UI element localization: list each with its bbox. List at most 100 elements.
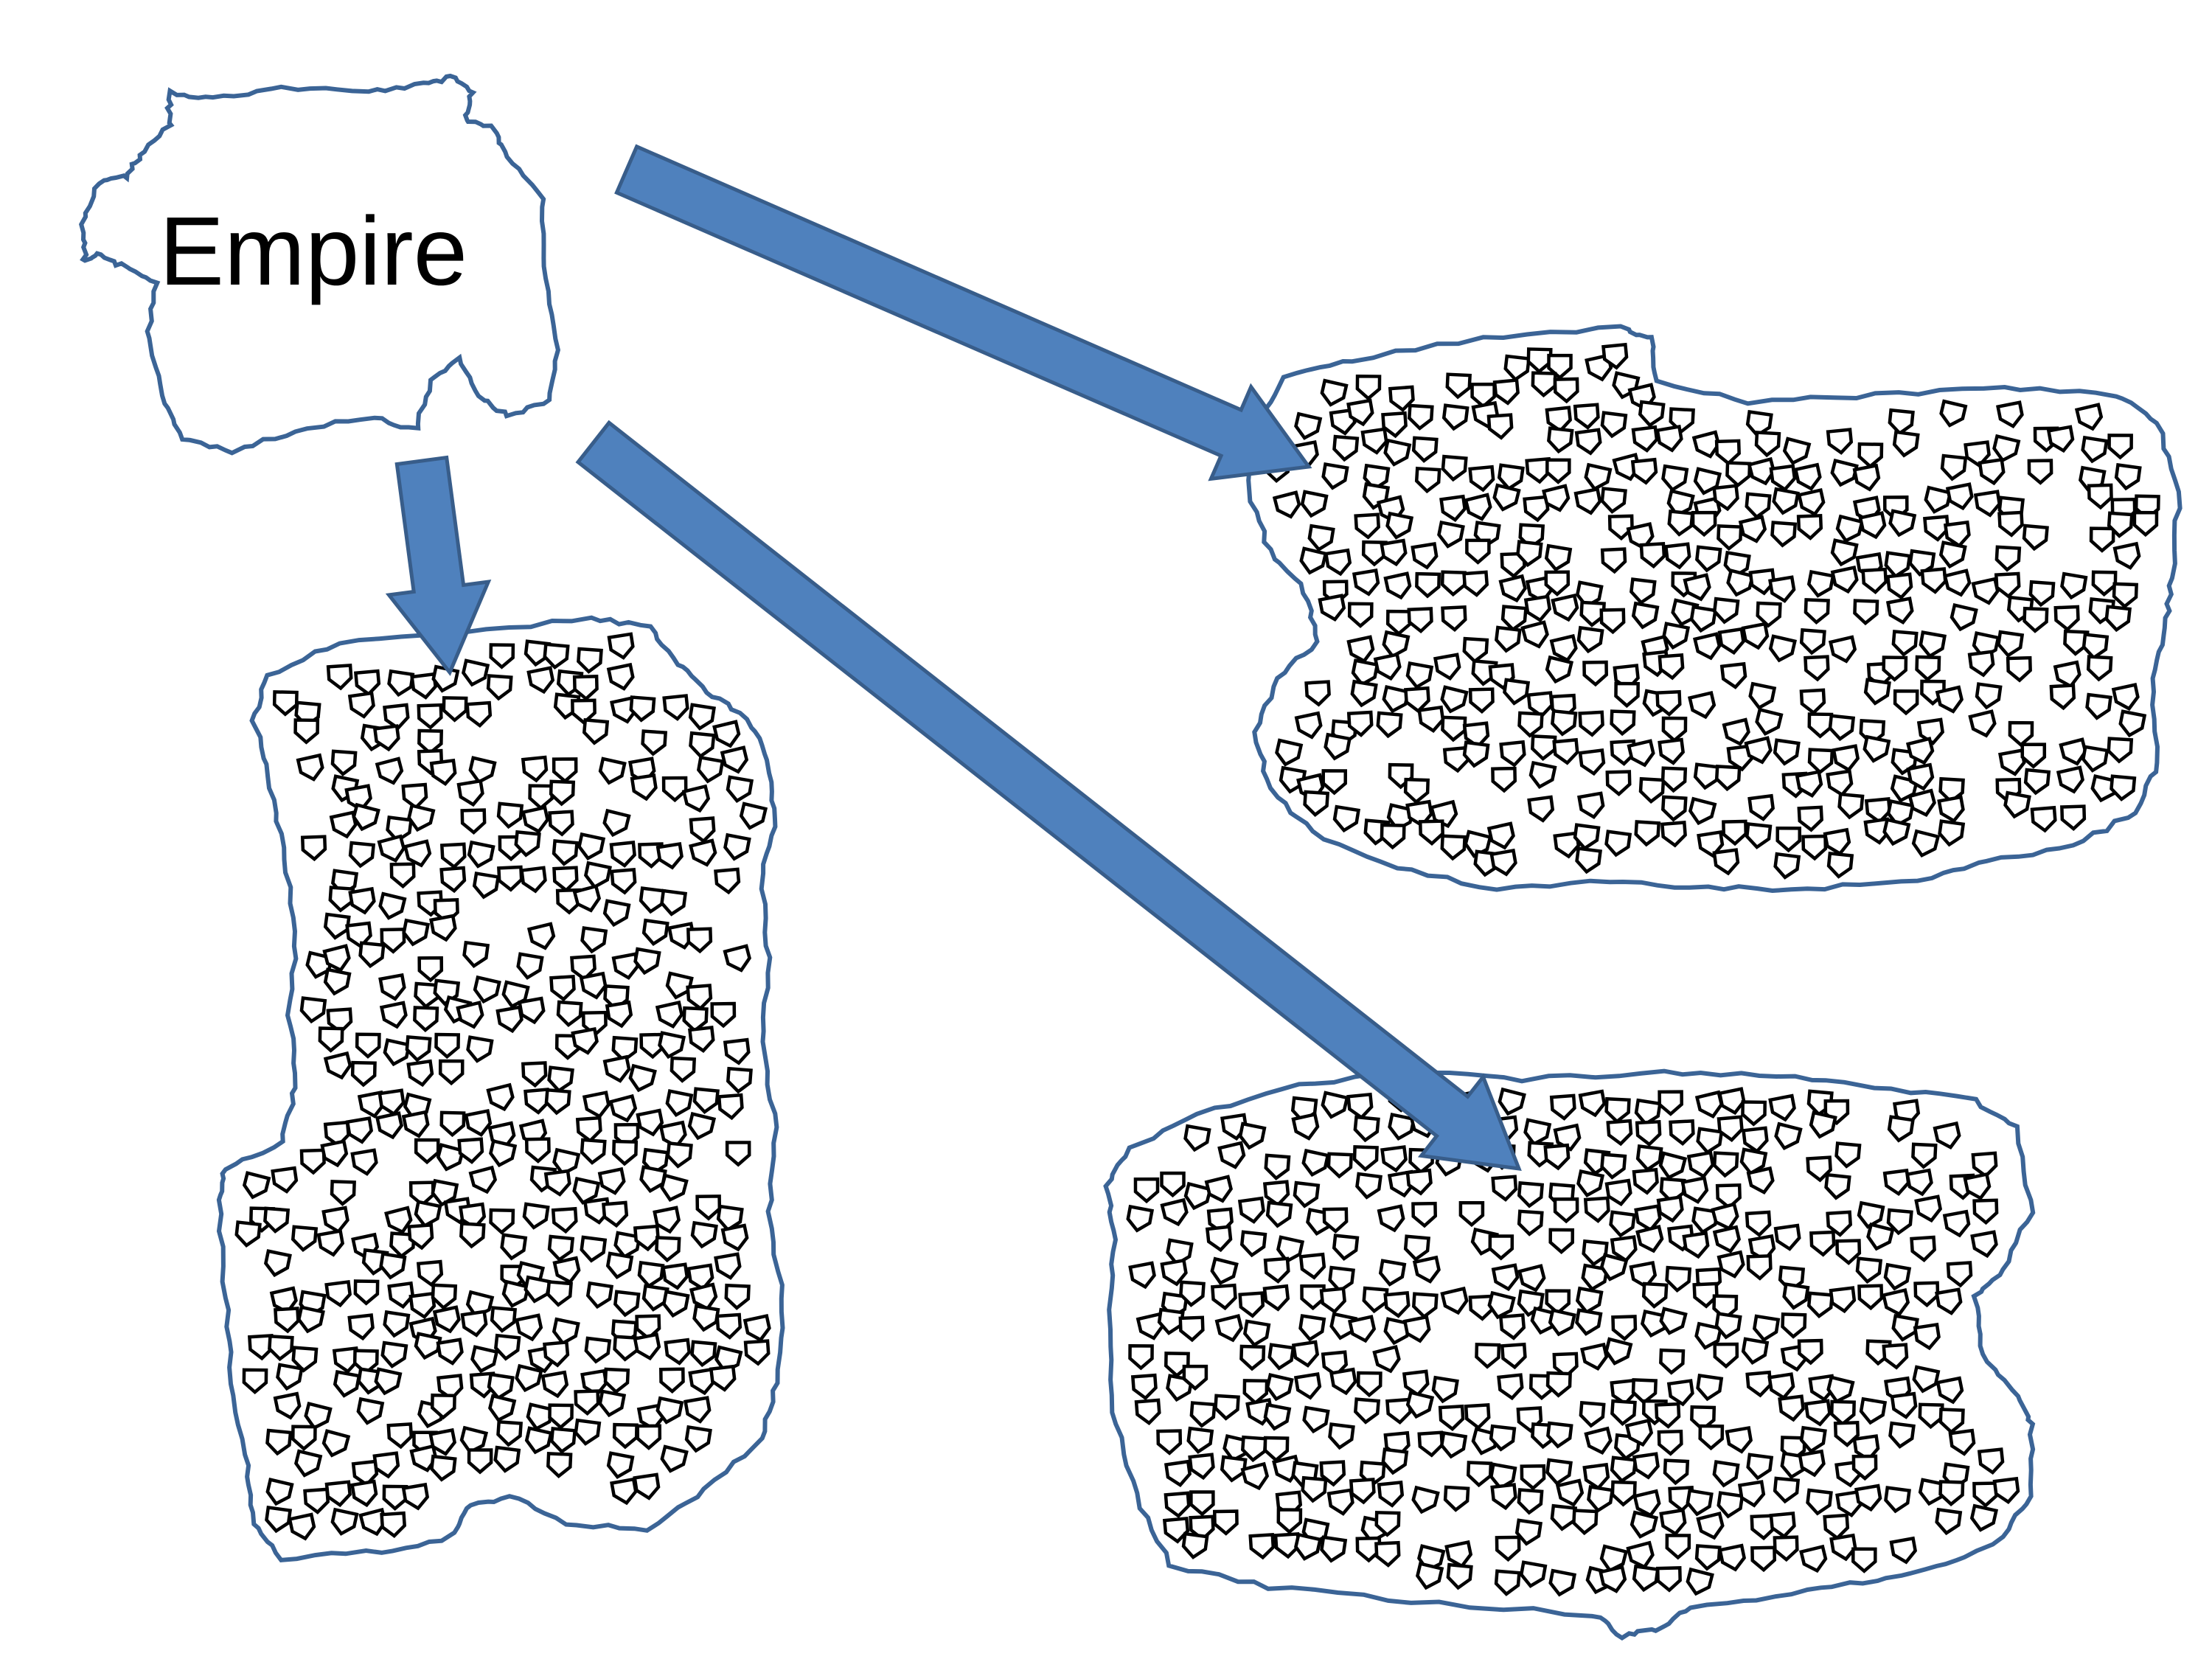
pentagon-marker: [574, 1418, 602, 1446]
pentagon-marker: [1545, 1289, 1571, 1315]
pentagon-marker: [1242, 1319, 1271, 1347]
pentagon-marker: [263, 1249, 292, 1278]
pentagon-marker: [1605, 770, 1632, 796]
pentagon-marker: [1307, 524, 1335, 552]
pentagon-marker: [743, 1339, 771, 1366]
pentagon-marker: [1632, 1564, 1660, 1593]
pentagon-marker: [1888, 408, 1915, 436]
pentagon-marker: [1293, 1180, 1321, 1208]
pentagon-marker: [1634, 1098, 1662, 1127]
pentagon-marker: [1377, 1204, 1405, 1233]
pentagon-marker: [1857, 1200, 1885, 1229]
pentagon-marker: [489, 1138, 518, 1168]
pentagon-marker: [1462, 636, 1489, 664]
pentagon-marker: [1824, 1172, 1851, 1200]
pentagon-marker: [1553, 1123, 1582, 1152]
pentagon-marker: [328, 886, 355, 913]
pentagon-marker: [1907, 788, 1936, 817]
pentagon-marker: [1519, 1560, 1548, 1588]
pentagon-marker: [1545, 1371, 1572, 1398]
pentagon-marker: [1755, 707, 1784, 737]
pentagon-marker: [1492, 483, 1521, 512]
pentagon-marker: [1746, 1253, 1773, 1281]
pentagon-marker: [1383, 1290, 1411, 1318]
pentagon-marker: [293, 718, 320, 745]
pentagon-marker: [1854, 1484, 1882, 1512]
pentagon-marker: [577, 647, 603, 674]
pentagon-marker: [607, 632, 635, 660]
pentagon-marker: [1210, 1256, 1239, 1285]
pentagon-marker: [1658, 737, 1685, 765]
pentagon-marker: [501, 1279, 530, 1308]
pentagon-marker: [637, 1260, 665, 1289]
pentagon-marker: [291, 1346, 319, 1373]
pentagon-marker: [1160, 1258, 1188, 1287]
pentagon-marker: [1835, 514, 1865, 543]
pentagon-marker: [1377, 1481, 1405, 1508]
pentagon-marker: [1543, 1143, 1571, 1171]
pentagon-marker: [323, 1051, 352, 1080]
pentagon-marker: [1355, 374, 1382, 401]
pentagon-marker: [547, 1234, 575, 1262]
pentagon-marker: [1550, 1503, 1578, 1531]
pentagon-marker: [276, 1363, 304, 1391]
pentagon-marker: [1855, 1256, 1883, 1284]
pentagon-marker: [1489, 848, 1517, 877]
pentagon-marker: [1332, 1234, 1360, 1261]
pentagon-marker: [352, 802, 380, 832]
pentagon-marker: [1885, 597, 1914, 625]
pentagon-marker: [1462, 721, 1490, 749]
pentagon-marker: [347, 1313, 375, 1341]
pentagon-marker: [1886, 1208, 1913, 1236]
pentagon-marker: [692, 1304, 720, 1332]
pentagon-marker: [1214, 1394, 1240, 1421]
pentagon-marker: [326, 664, 353, 691]
pentagon-marker: [1304, 680, 1331, 707]
pentagon-marker: [636, 1108, 664, 1137]
pentagon-marker: [1745, 821, 1773, 849]
pentagon-marker: [487, 1372, 515, 1400]
pentagon-marker: [549, 975, 576, 1002]
pentagon-marker: [1806, 1291, 1834, 1319]
pentagon-marker: [658, 1120, 687, 1149]
pentagon-marker: [234, 1220, 262, 1248]
pentagon-marker: [1804, 1399, 1832, 1427]
pentagon-marker: [1186, 1426, 1214, 1454]
pentagon-marker: [1531, 371, 1557, 398]
pentagon-marker: [1778, 1394, 1805, 1422]
pentagon-marker: [1969, 1503, 1999, 1532]
pentagon-marker: [1548, 1308, 1576, 1337]
pentagon-marker: [1887, 1115, 1915, 1143]
pentagon-marker: [1495, 625, 1522, 653]
pentagon-marker: [324, 1480, 352, 1508]
pentagon-marker: [383, 1310, 411, 1338]
pentagon-marker: [1798, 1449, 1826, 1478]
pentagon-marker: [1575, 846, 1603, 874]
pentagon-marker: [1717, 524, 1743, 551]
pentagon-marker: [1545, 458, 1571, 484]
pentagon-marker: [1717, 1250, 1745, 1279]
pentagon-marker: [1440, 834, 1467, 861]
pentagon-marker: [1799, 627, 1826, 655]
pentagon-marker: [1492, 378, 1520, 406]
pentagon-marker: [1385, 1397, 1412, 1425]
pentagon-marker: [1717, 1491, 1745, 1519]
pentagon-marker: [1443, 1485, 1470, 1512]
pentagon-marker: [1828, 635, 1857, 664]
pentagon-marker: [1997, 630, 2025, 658]
pentagon-marker: [462, 940, 490, 969]
pentagon-marker: [1795, 770, 1823, 799]
pentagon-marker: [1156, 1429, 1183, 1455]
pentagon-marker: [1696, 1511, 1725, 1540]
pentagon-marker: [414, 1332, 442, 1360]
pentagon-marker: [1614, 681, 1640, 709]
pentagon-marker: [1609, 1210, 1637, 1238]
pentagon-marker: [602, 1200, 629, 1228]
pentagon-marker: [1262, 1284, 1290, 1312]
pentagon-marker: [372, 724, 400, 752]
pentagon-marker: [299, 996, 327, 1024]
pentagon-marker: [1884, 551, 1912, 579]
pentagon-marker: [1977, 1447, 2005, 1475]
pentagon-marker: [374, 1367, 403, 1396]
pentagon-marker: [299, 1148, 326, 1175]
